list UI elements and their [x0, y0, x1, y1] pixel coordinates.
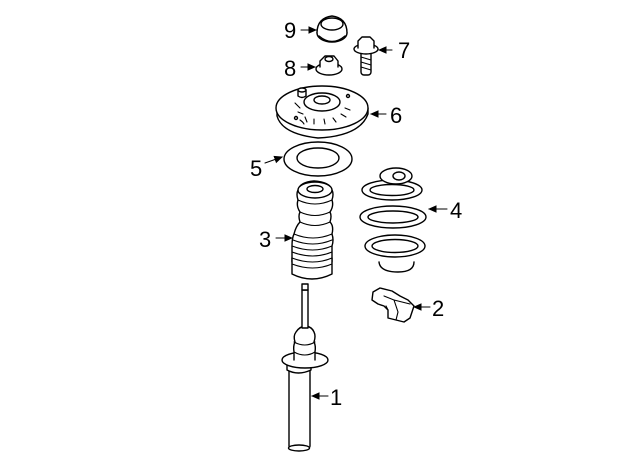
callout-7: 7	[398, 38, 410, 63]
part-4-coil-spring[interactable]	[359, 167, 427, 273]
callout-8: 8	[284, 56, 296, 81]
callout-4: 4	[450, 198, 462, 223]
part-9-cap[interactable]	[316, 15, 348, 43]
part-1-strut[interactable]	[281, 283, 329, 452]
callout-5: 5	[250, 156, 262, 181]
part-3-bump-stop[interactable]	[291, 180, 334, 280]
callout-6: 6	[390, 103, 402, 128]
callout-arrow-5	[264, 155, 284, 164]
part-7-bolt[interactable]	[353, 36, 379, 76]
callout-1: 1	[330, 385, 342, 410]
part-2-bracket[interactable]	[371, 287, 415, 323]
part-5-spring-seat[interactable]	[283, 141, 353, 177]
callout-9: 9	[284, 18, 296, 43]
callout-2: 2	[432, 296, 444, 321]
part-8-nut[interactable]	[315, 55, 343, 76]
callout-3: 3	[259, 227, 271, 252]
part-6-strut-mount[interactable]	[275, 85, 369, 139]
